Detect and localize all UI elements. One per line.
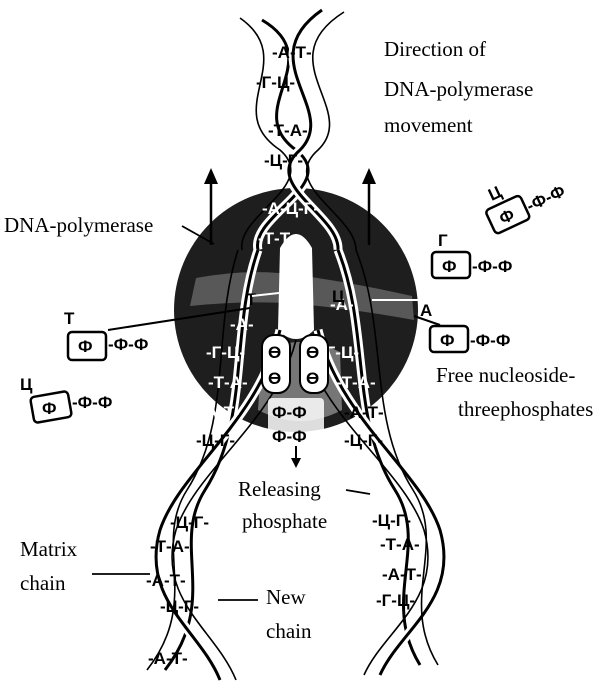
base-pair: -Г-Ц- bbox=[206, 343, 245, 362]
nucleotide-g-right: Г Ф -Ф-Ф bbox=[432, 231, 512, 278]
base-pair: -А-Т- bbox=[272, 43, 312, 62]
svg-text:Direction of: Direction of bbox=[384, 37, 486, 61]
base-pair: -Ц-Г- bbox=[372, 511, 411, 530]
sugar-label: Ф bbox=[78, 337, 93, 356]
svg-text:movement: movement bbox=[384, 113, 473, 137]
phosphate-tail: -Ф-Ф bbox=[523, 181, 568, 215]
sugar-label: Ф bbox=[440, 331, 455, 350]
pyrophosphate: Ф-Ф bbox=[272, 403, 307, 422]
free-nucleotides-label: Free nucleoside- threephosphates bbox=[436, 363, 593, 421]
base-pair: -А-Т- bbox=[146, 571, 186, 590]
base-label: Т bbox=[64, 309, 75, 328]
base-label: Ц bbox=[332, 287, 345, 306]
base-label: А bbox=[420, 301, 432, 320]
base-pair: -Ц-Г- bbox=[264, 151, 303, 170]
base-label: Г bbox=[438, 231, 448, 250]
phosphate-tail: -Ф-Ф bbox=[72, 393, 112, 412]
base-pair: -А-Т- bbox=[382, 565, 422, 584]
svg-text:DNA-polymerase: DNA-polymerase bbox=[4, 213, 153, 237]
base-pair: -Т-А- bbox=[150, 537, 190, 556]
phosphate-tail: -Ф-Ф bbox=[470, 331, 510, 350]
base-pair: -А-Т- bbox=[148, 649, 188, 668]
base-label: Т bbox=[246, 290, 257, 309]
direction-label: Direction of DNA-polymerase movement bbox=[384, 37, 533, 137]
polymerase-label: DNA-polymerase bbox=[4, 213, 214, 244]
base-pair: -Т-А- bbox=[336, 373, 376, 392]
base-pair: -А- bbox=[230, 315, 254, 334]
sugar-label: Ф bbox=[442, 257, 457, 276]
nucleotide-c-left: Ц Ф -Ф-Ф bbox=[20, 375, 112, 423]
base-pair: -Т-А- bbox=[268, 121, 308, 140]
matrix-chain-label: Matrix chain bbox=[20, 537, 150, 595]
base-pair: -Ц-Г- bbox=[196, 431, 235, 450]
svg-text:chain: chain bbox=[20, 571, 66, 595]
base-pair: -А-Ц-Г- bbox=[262, 199, 319, 218]
svg-text:DNA-polymerase: DNA-polymerase bbox=[384, 77, 533, 101]
base-pair: -Ц-Г- bbox=[160, 597, 199, 616]
new-chain-label: New chain bbox=[218, 585, 312, 643]
nucleotide-c-right: Ц Ф -Ф-Ф bbox=[476, 158, 569, 235]
svg-text:New: New bbox=[266, 585, 306, 609]
base-pair: -Т-Т- bbox=[258, 229, 296, 248]
pyrophosphate: Ф-Ф bbox=[272, 427, 307, 446]
sugar-label: Ф bbox=[42, 399, 57, 418]
base-pair: -Г-Ц- bbox=[256, 73, 295, 92]
base-label: Ц bbox=[485, 182, 505, 205]
base-pair: -Т-А- bbox=[208, 373, 248, 392]
svg-text:threephosphates: threephosphates bbox=[458, 397, 593, 421]
base-pair: -Т-А- bbox=[380, 535, 420, 554]
base-label: Ц bbox=[20, 375, 33, 394]
phosphate-tail: -Ф-Ф bbox=[472, 257, 512, 276]
base-pair: -А-Т- bbox=[344, 403, 384, 422]
sugar-mark: ϴ bbox=[268, 343, 281, 362]
sugar-mark: ϴ bbox=[306, 343, 319, 362]
releasing-phosphate-label: Releasing phosphate bbox=[238, 477, 370, 533]
svg-text:chain: chain bbox=[266, 619, 312, 643]
base-pair: -Ц-Г- bbox=[170, 513, 209, 532]
sugar-mark: ϴ bbox=[268, 369, 281, 388]
base-pair: -Ц-Г- bbox=[344, 431, 383, 450]
base-pair: -А-Т- bbox=[200, 403, 240, 422]
base-pair: -Г-Ц- bbox=[376, 591, 415, 610]
svg-text:Matrix: Matrix bbox=[20, 537, 78, 561]
phosphate-tail: -Ф-Ф bbox=[108, 335, 148, 354]
svg-text:Releasing: Releasing bbox=[238, 477, 321, 501]
svg-text:phosphate: phosphate bbox=[242, 509, 327, 533]
sugar-mark: ϴ bbox=[306, 369, 319, 388]
svg-text:Free nucleoside-: Free nucleoside- bbox=[436, 363, 575, 387]
